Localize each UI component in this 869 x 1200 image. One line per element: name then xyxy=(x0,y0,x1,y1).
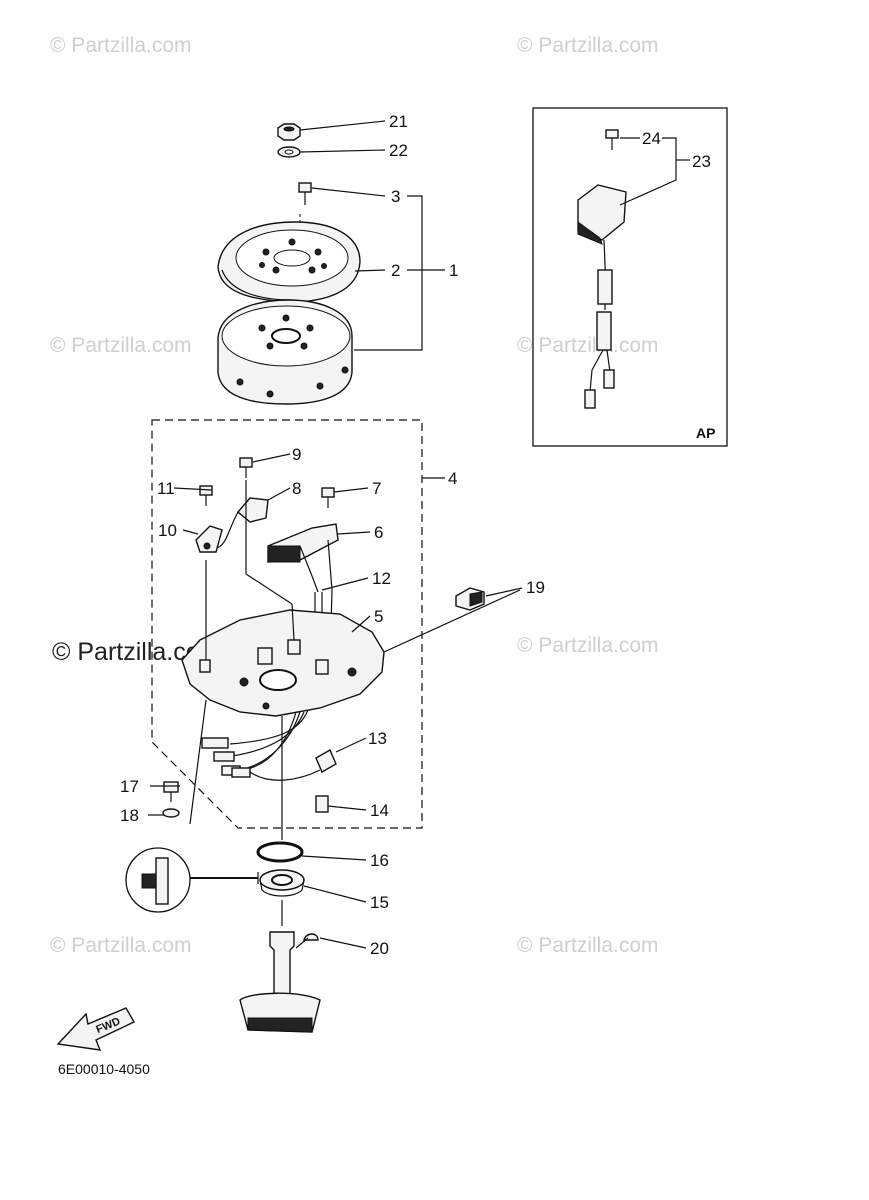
bracket-10 xyxy=(195,525,223,553)
callout-13: 13 xyxy=(368,729,387,748)
callout-16: 16 xyxy=(370,851,389,870)
nut-21 xyxy=(277,123,301,141)
crankshaft xyxy=(239,900,321,1033)
callout-20: 20 xyxy=(370,939,389,958)
callout-5: 5 xyxy=(374,607,383,626)
charge-coil-6 xyxy=(267,523,339,661)
callout-18: 18 xyxy=(120,806,139,825)
callout-21: 21 xyxy=(389,112,408,131)
callout-22: 22 xyxy=(389,141,408,160)
bolt-17 xyxy=(163,781,179,802)
screw-11 xyxy=(199,485,213,506)
callout-19: 19 xyxy=(526,578,545,597)
callout-17: 17 xyxy=(120,777,139,796)
screw-7 xyxy=(321,487,335,508)
callout-4: 4 xyxy=(448,469,457,488)
callout-15: 15 xyxy=(370,893,389,912)
callout-24: 24 xyxy=(642,129,661,148)
watermark: © Partzilla.com xyxy=(517,334,659,357)
callout-2: 2 xyxy=(391,261,400,280)
callout-10: 10 xyxy=(158,521,177,540)
flywheel-1 xyxy=(217,299,353,405)
fwd-direction-arrow: FWD xyxy=(56,1007,135,1051)
watermark: © Partzilla.com xyxy=(50,34,192,57)
washer-18 xyxy=(162,808,180,818)
stator-assembly-boundary xyxy=(151,419,423,829)
flywheel-cover-2 xyxy=(217,221,361,303)
callout-1: 1 xyxy=(449,261,458,280)
ap-inset-box xyxy=(532,107,728,447)
watermark: © Partzilla.com xyxy=(517,34,659,57)
callout-3: 3 xyxy=(391,187,400,206)
callout-9: 9 xyxy=(292,445,301,464)
pulser-coil-8 xyxy=(214,497,269,549)
screw-9 xyxy=(239,457,253,478)
callout-14: 14 xyxy=(370,801,389,820)
washer-22 xyxy=(277,146,301,158)
diagram-code: 6E00010-4050 xyxy=(58,1061,150,1077)
watermark: © Partzilla.com xyxy=(517,934,659,957)
watermark: © Partzilla.com xyxy=(50,934,192,957)
watermark: © Partzilla.com xyxy=(517,634,659,657)
grommet-19 xyxy=(455,587,485,611)
screw-3 xyxy=(298,182,312,205)
seal-detail-circle xyxy=(125,847,259,913)
bolt-14 xyxy=(315,795,329,813)
o-ring-16 xyxy=(256,841,304,863)
callout-12: 12 xyxy=(372,569,391,588)
oil-seal-15 xyxy=(259,869,305,897)
callout-23: 23 xyxy=(692,152,711,171)
wire-harness xyxy=(201,709,337,781)
callout-11: 11 xyxy=(157,479,175,498)
stator-base-5 xyxy=(181,609,385,717)
inset-label: AP xyxy=(696,425,715,441)
callout-6: 6 xyxy=(374,523,383,542)
callout-8: 8 xyxy=(292,479,301,498)
callout-7: 7 xyxy=(372,479,381,498)
watermark: © Partzilla.com xyxy=(50,334,192,357)
